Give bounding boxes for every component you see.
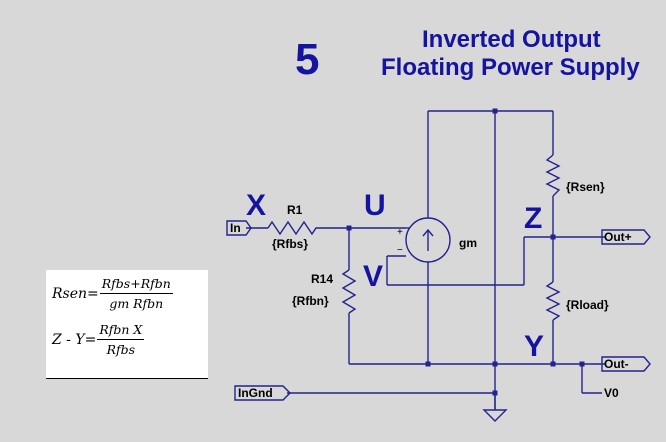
node-y: Y	[524, 330, 545, 363]
port-out-minus-label: Out-	[604, 357, 629, 371]
node-z: Z	[524, 202, 543, 235]
rsen-value: {Rsen}	[566, 180, 605, 194]
node-u: U	[364, 189, 386, 222]
port-out-plus-label: Out+	[604, 230, 632, 244]
equation-box: Rsen= Rfbs+Rfbn gm Rfbn Z - Y= Rfbn X Rf…	[46, 270, 208, 379]
resistor-rsen	[545, 154, 561, 197]
node-v: V	[363, 260, 384, 293]
r1-value: {Rfbs}	[272, 237, 309, 251]
eq1-denominator: gm Rfbn	[109, 296, 164, 311]
r14-value: {Rfbn}	[292, 294, 329, 308]
junction-dots	[346, 108, 585, 396]
eq1-lhs: Rsen=	[52, 285, 99, 302]
source-name: gm	[459, 236, 477, 250]
ground-icon	[482, 393, 508, 422]
eq1-numerator: Rfbs+Rfbn	[99, 276, 173, 294]
resistor-r14	[341, 269, 357, 314]
eq2-numerator: Rfbn X	[97, 322, 145, 340]
resistor-r1	[267, 220, 320, 236]
equation-rsen: Rsen= Rfbs+Rfbn gm Rfbn	[52, 276, 173, 311]
r14-name: R14	[311, 272, 334, 286]
r1-name: R1	[287, 203, 303, 217]
eq2-lhs: Z - Y=	[52, 331, 97, 348]
port-in	[226, 220, 252, 236]
node-x: X	[246, 189, 267, 222]
wires	[246, 110, 605, 410]
source-minus: −	[397, 245, 403, 256]
title-line-2: Floating Power Supply	[381, 54, 640, 81]
current-source-gm	[405, 217, 451, 263]
resistor-rload	[545, 281, 561, 321]
port-ingnd-label: InGnd	[238, 386, 273, 400]
net-v0-label: V0	[604, 386, 619, 400]
eq2-denominator: Rfbs	[106, 342, 136, 357]
port-out-minus	[601, 356, 651, 372]
title-line-1: Inverted Output	[422, 26, 601, 53]
port-ingnd	[234, 385, 291, 401]
port-out-plus	[601, 229, 651, 245]
rload-value: {Rload}	[566, 298, 609, 312]
equation-zy: Z - Y= Rfbn X Rfbs	[52, 322, 145, 357]
port-in-label: In	[230, 221, 241, 235]
source-plus: +	[397, 227, 403, 238]
figure-number: 5	[295, 35, 320, 84]
eq1-fraction: Rfbs+Rfbn gm Rfbn	[99, 276, 173, 311]
eq2-fraction: Rfbn X Rfbs	[97, 322, 145, 357]
